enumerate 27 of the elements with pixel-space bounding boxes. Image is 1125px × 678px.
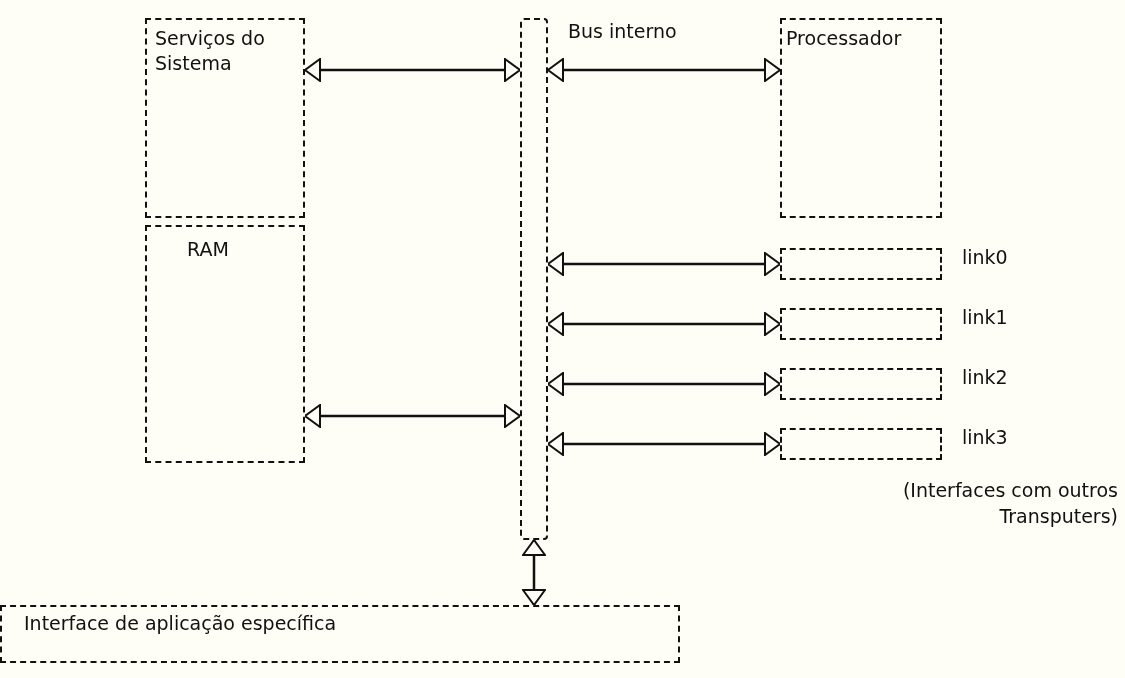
double-arrow [547, 252, 781, 276]
process-box [145, 18, 305, 218]
double-arrow [547, 312, 781, 336]
double-arrow [547, 372, 781, 396]
double-arrow [522, 539, 546, 606]
process-box [145, 225, 305, 463]
node-label: Serviços do Sistema [155, 26, 266, 76]
process-box [780, 18, 942, 218]
process-box [0, 605, 680, 663]
double-arrow [304, 58, 521, 82]
link-box [780, 428, 942, 460]
node-label: Interface de aplicação específica [24, 611, 338, 636]
note-text: (Interfaces com outros Transputers) [901, 478, 1118, 529]
bus-bar [520, 18, 548, 540]
node-caption: link2 [962, 366, 1008, 388]
node-caption: link0 [962, 246, 1008, 268]
double-arrow [547, 432, 781, 456]
node-caption: Bus interno [568, 20, 677, 42]
node-label: RAM [187, 237, 230, 262]
node-caption: link1 [962, 306, 1008, 328]
link-box [780, 368, 942, 400]
node-caption: link3 [962, 426, 1008, 448]
double-arrow [547, 58, 781, 82]
link-box [780, 308, 942, 340]
link-box [780, 248, 942, 280]
double-arrow [304, 404, 521, 428]
node-label: Processador [786, 26, 903, 51]
